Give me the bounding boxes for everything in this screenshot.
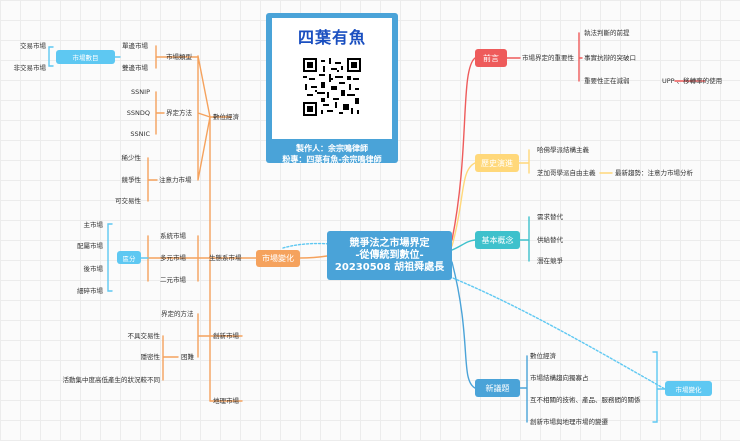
label-market-count[interactable]: 市場數目 xyxy=(56,50,115,64)
topic-defense-breakthrough[interactable]: 事實抗辯的突破口 xyxy=(584,54,636,62)
topic-ecosystem-market[interactable]: 生態系市場 xyxy=(209,254,242,262)
label-distinguish[interactable]: 區分 xyxy=(117,251,141,264)
topic-main-market[interactable]: 主市場 xyxy=(83,221,104,229)
topic-tradability[interactable]: 可交易性 xyxy=(115,197,141,205)
topic-issue-innovation-geo[interactable]: 創新市場與地理市場的變遷 xyxy=(530,418,608,426)
topic-ssnip[interactable]: SSNIP xyxy=(131,88,150,96)
topic-two-sided-market[interactable]: 雙邊市場 xyxy=(122,64,148,72)
topic-chicago-school[interactable]: 芝加哥學派自由主義 xyxy=(537,169,596,177)
topic-trading-market[interactable]: 交易市場 xyxy=(20,42,46,50)
topic-aftermarket[interactable]: 後市場 xyxy=(83,265,104,273)
topic-not-tradable[interactable]: 不具交易性 xyxy=(127,332,161,340)
topic-enforcement-premise[interactable]: 執法判斷的前提 xyxy=(584,29,630,37)
topic-single-sided-market[interactable]: 單邊市場 xyxy=(122,42,148,50)
topic-non-trading-market[interactable]: 非交易市場 xyxy=(13,64,47,72)
topic-issue-oligopoly[interactable]: 市場結構趨向獨寡占 xyxy=(530,374,589,382)
topic-system-market[interactable]: 系統市場 xyxy=(160,232,186,240)
topic-demand-substitution[interactable]: 需求替代 xyxy=(537,213,563,221)
label-summary-market-change[interactable]: 市場變化 xyxy=(665,381,712,396)
topic-importance-weakening[interactable]: 重要性正在減弱 xyxy=(584,77,630,85)
central-topic[interactable]: 競爭法之市場界定 -從傳統到數位- 20230508 胡祖舜處長 xyxy=(327,231,452,280)
card-fans: 粉專：四葉有魚-余宗鳴律師 xyxy=(282,155,382,164)
author-card: 四葉有魚 製作人：余宗鳴律師 粉專： xyxy=(266,13,398,164)
topic-issue-unrelated-tech[interactable]: 互不相關的技術、產品、服務間的關係 xyxy=(530,396,641,404)
topic-geographic-market[interactable]: 地理市場 xyxy=(213,397,239,405)
topic-concentration[interactable]: 活動集中度高低產生的狀況較不同 xyxy=(62,376,161,384)
central-topic-line-1: 競爭法之市場界定 xyxy=(349,237,430,249)
topic-ancillary-market[interactable]: 配屬市場 xyxy=(77,242,103,250)
qr-code-icon xyxy=(303,58,361,116)
topic-potential-competition[interactable]: 潛在競爭 xyxy=(537,257,563,265)
topic-issue-digital-economy[interactable]: 數位經濟 xyxy=(530,352,556,360)
topic-supply-substitution[interactable]: 供給替代 xyxy=(537,236,563,244)
central-topic-line-3: 20230508 胡祖舜處長 xyxy=(334,261,445,273)
topic-ssndq[interactable]: SSNDQ xyxy=(126,109,150,117)
topic-new-issues[interactable]: 新議題 xyxy=(475,379,520,397)
topic-innovation-method[interactable]: 界定的方法 xyxy=(161,310,194,318)
topic-history[interactable]: 歷史演進 xyxy=(475,154,519,172)
central-topic-line-2: -從傳統到數位- xyxy=(355,249,424,261)
topic-definition-method[interactable]: 界定方法 xyxy=(166,109,192,117)
topic-harvard-school[interactable]: 哈佛學派結構主義 xyxy=(537,146,589,154)
topic-market-change[interactable]: 市場變化 xyxy=(256,250,300,267)
card-inner: 四葉有魚 xyxy=(272,18,392,139)
card-maker: 製作人：余宗鳴律師 xyxy=(296,144,368,153)
topic-fragmented-market[interactable]: 細碎市場 xyxy=(77,287,103,295)
topic-difficulty[interactable]: 困難 xyxy=(181,353,194,361)
card-title: 四葉有魚 xyxy=(297,28,366,47)
topic-secrecy[interactable]: 隱密性 xyxy=(140,353,161,361)
topic-latest-trend[interactable]: 最新趨勢：注意力市場分析 xyxy=(615,169,693,177)
topic-scarcity[interactable]: 稀少性 xyxy=(121,154,142,162)
topic-attention-market[interactable]: 注意力市場 xyxy=(159,176,192,184)
topic-importance[interactable]: 市場界定的重要性 xyxy=(522,54,574,62)
topic-basic-concepts[interactable]: 基本概念 xyxy=(475,231,520,249)
topic-introduction[interactable]: 前言 xyxy=(475,49,507,67)
topic-ssnic[interactable]: SSNIC xyxy=(130,130,150,138)
topic-dual-market[interactable]: 二元市場 xyxy=(160,276,186,284)
topic-upp-diversion[interactable]: UPP 、移轉率的使用 xyxy=(662,77,723,85)
topic-digital-economy[interactable]: 數位經濟 xyxy=(213,113,239,121)
topic-market-type[interactable]: 市場類型 xyxy=(166,53,192,61)
topic-innovation-market[interactable]: 創新市場 xyxy=(213,332,239,340)
topic-competitiveness[interactable]: 競爭性 xyxy=(121,176,142,184)
topic-multi-market[interactable]: 多元市場 xyxy=(160,254,186,262)
